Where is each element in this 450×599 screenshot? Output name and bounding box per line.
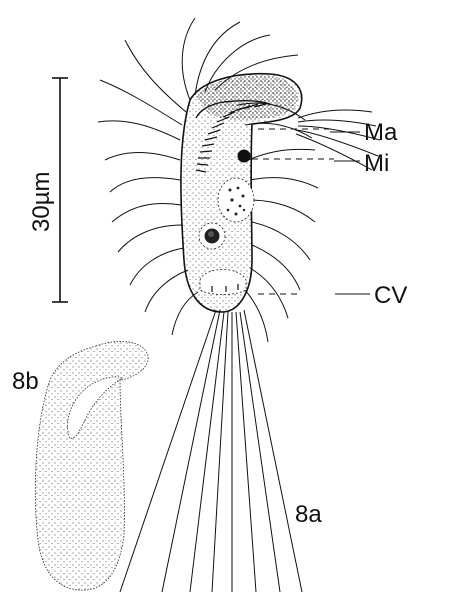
cell-body-8b [35,341,148,590]
label-macronucleus: Ma [364,119,398,146]
label-contractile-vacuole: CV [374,282,407,309]
cell-body-8a [181,74,302,312]
label-panel-8a: 8a [295,501,322,528]
label-micronucleus: Mi [364,150,389,177]
scale-bar-label: 30µm [28,171,55,232]
leader-lines [252,129,370,294]
label-panel-8b: 8b [12,368,39,395]
caudal-cilia [120,310,302,592]
